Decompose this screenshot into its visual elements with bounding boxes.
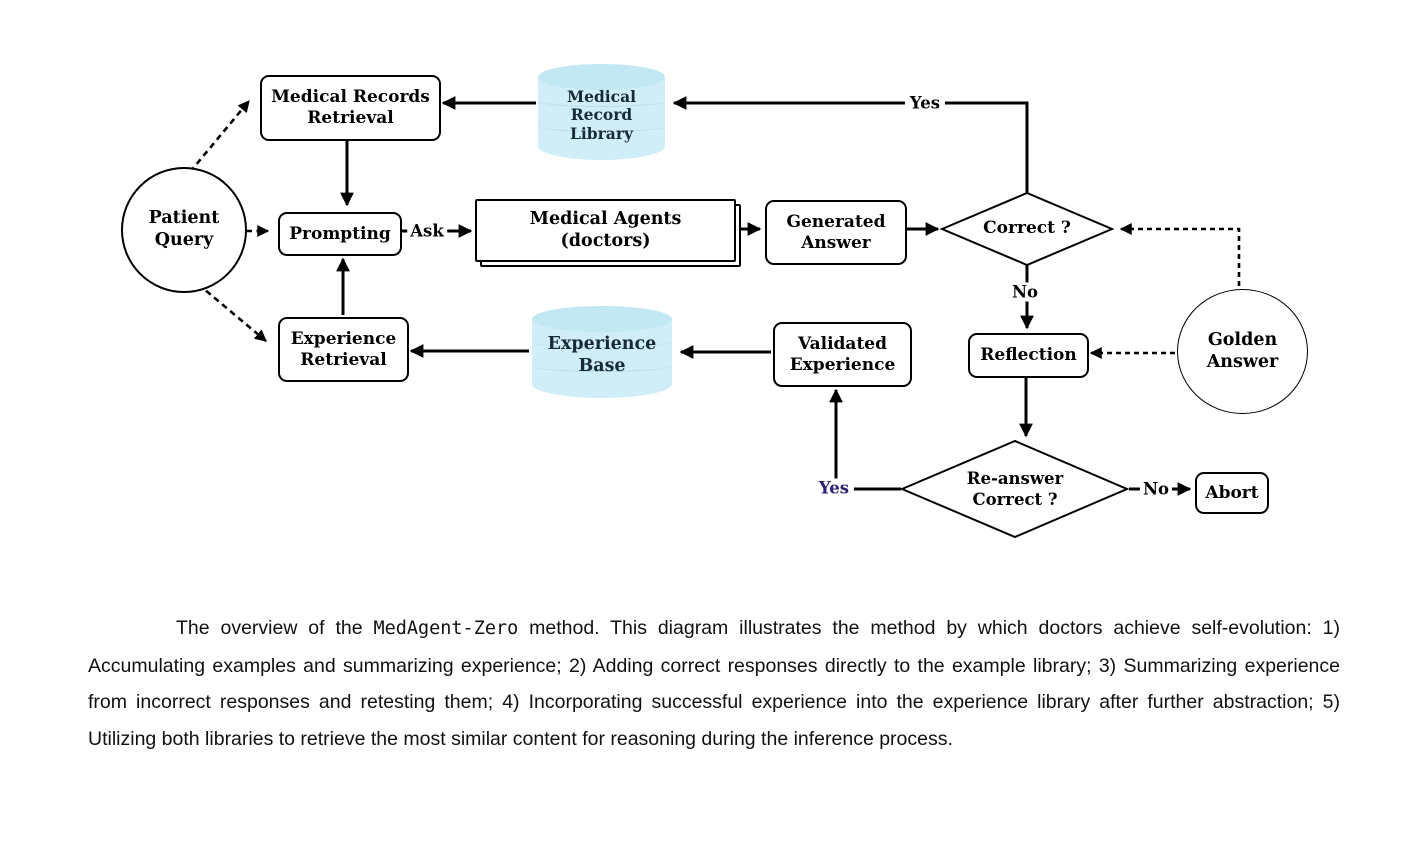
- node-golden-answer: Golden Answer: [1177, 289, 1308, 414]
- node-reflection: Reflection: [968, 333, 1089, 378]
- diamond-reanswer-correct: [899, 439, 1130, 539]
- node-label-line: (doctors): [560, 230, 651, 251]
- caption-method-name: MedAgent-Zero: [373, 618, 519, 639]
- node-label-line: Medical Agents: [529, 209, 682, 230]
- figure-caption: The overview of the MedAgent-Zero method…: [88, 610, 1340, 757]
- cylinder-body: [532, 319, 672, 398]
- edge-golden-to-correct: [1119, 223, 1241, 286]
- node-prompting: Prompting: [278, 212, 402, 256]
- database-medical-record-library: Medical Record Library: [538, 64, 665, 160]
- caption-text: The overview of the: [176, 617, 374, 639]
- database-label: Experience Base: [532, 306, 672, 398]
- database-label: Medical Record Library: [538, 64, 665, 160]
- node-label-line: Retrieval: [300, 349, 387, 370]
- cylinder-seam: [538, 117, 665, 132]
- node-label-line: Experience: [290, 328, 397, 349]
- node-label-line: Base: [578, 355, 626, 376]
- cylinder-seam: [532, 333, 672, 349]
- node-generated-answer: Generated Answer: [765, 200, 907, 265]
- node-label-line: Retrieval: [307, 108, 394, 128]
- label-correct-decision: Correct ?: [983, 218, 1071, 240]
- node-label-line: Correct ?: [983, 218, 1071, 239]
- edge-reanswer-yes-to-validated: [829, 388, 901, 491]
- edge-patient-to-records-retrieval: [189, 100, 250, 173]
- node-label-line: Prompting: [289, 223, 391, 244]
- node-validated-experience: Validated Experience: [773, 322, 912, 387]
- diamond-correct: [939, 191, 1115, 267]
- node-label-line: Medical Records: [271, 87, 430, 108]
- node-label-line: Library: [569, 123, 633, 143]
- cylinder-top: [532, 306, 672, 332]
- label-reanswer-decision: Re-answer Correct ?: [967, 468, 1063, 510]
- edge-label-ask: Ask: [407, 221, 447, 241]
- node-label-line: Experience: [547, 334, 657, 355]
- cylinder-seam: [532, 357, 672, 372]
- node-patient-query: Patient Query: [121, 167, 247, 293]
- node-label-line: Query: [154, 230, 214, 250]
- node-label-line: Answer: [801, 232, 871, 253]
- node-label-line: Validated: [797, 333, 888, 354]
- node-label-line: Generated: [786, 211, 886, 232]
- node-experience-retrieval: Experience Retrieval: [278, 317, 409, 382]
- node-label-line: Record: [570, 105, 633, 125]
- node-medical-agents: Medical Agents (doctors): [475, 199, 736, 262]
- node-label-line: Golden: [1207, 329, 1278, 350]
- edge-label-yes-correct: Yes: [904, 93, 946, 113]
- edge-label-no-correct: No: [1008, 282, 1042, 302]
- node-abort: Abort: [1195, 472, 1269, 514]
- node-label-line: Abort: [1205, 482, 1259, 503]
- edge-correct-yes-to-library: [672, 96, 1029, 193]
- edge-label-no-reanswer: No: [1139, 479, 1173, 499]
- node-label-line: Patient: [148, 208, 220, 229]
- node-label-line: Experience: [789, 354, 896, 375]
- node-label-line: Re-answer: [966, 468, 1064, 488]
- node-label-line: Reflection: [980, 345, 1077, 366]
- flow-diagram: Patient Query Golden Answer Medical Reco…: [121, 64, 1308, 539]
- node-label-line: Correct ?: [972, 490, 1058, 509]
- cylinder-seam: [538, 92, 665, 107]
- caption-text: method. This diagram illustrates the met…: [88, 617, 1340, 750]
- cylinder-top: [538, 64, 665, 90]
- node-label-line: Answer: [1206, 351, 1279, 372]
- edge-patient-to-experience-retrieval: [197, 283, 267, 342]
- cylinder-body: [538, 77, 665, 160]
- node-medical-records-retrieval: Medical Records Retrieval: [260, 75, 441, 141]
- edge-label-yes-reanswer: Yes: [813, 478, 855, 498]
- node-label-line: Medical: [566, 87, 637, 107]
- database-experience-base: Experience Base: [532, 306, 672, 398]
